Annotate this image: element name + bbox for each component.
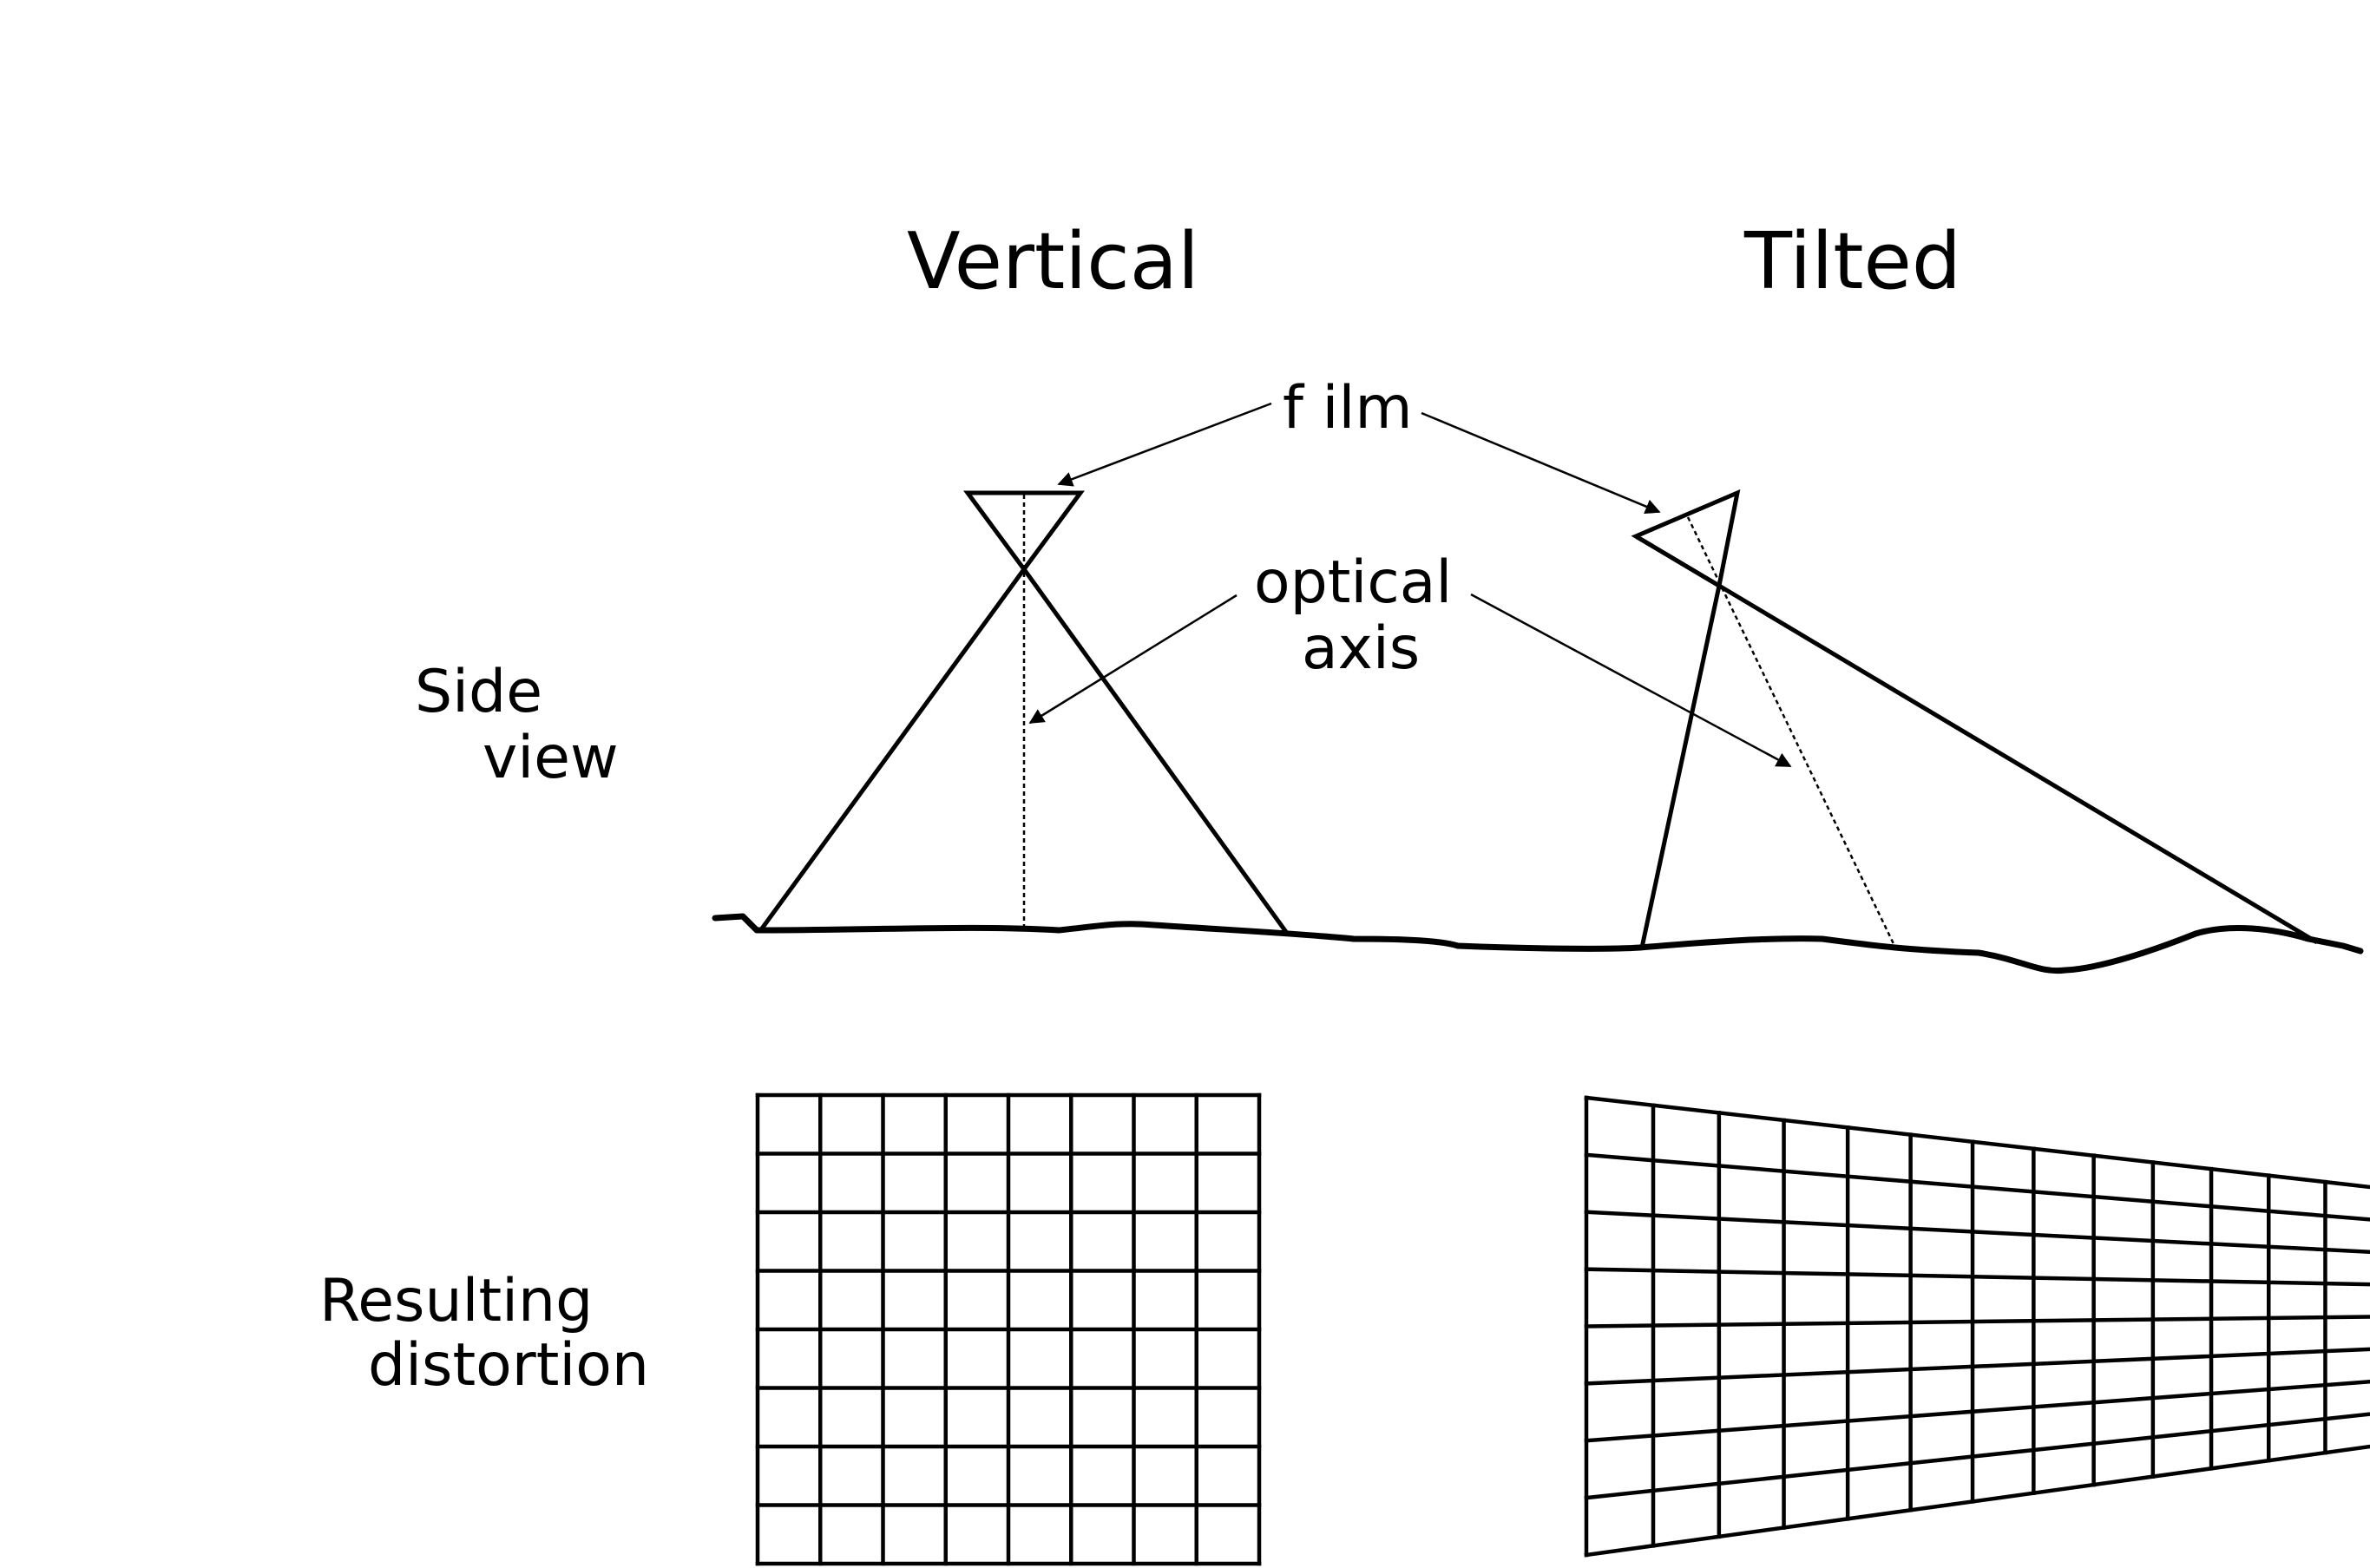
tilted-grid-row-line bbox=[1584, 1210, 2370, 1255]
tilted-view-ray-left bbox=[1639, 585, 1722, 948]
tilted-film-triangle bbox=[1631, 489, 1741, 589]
side-view-label: Side view bbox=[415, 658, 619, 792]
tilted-optical-axis bbox=[1686, 516, 1899, 952]
tilted-view-ray-right bbox=[1717, 583, 2319, 945]
resulting-distortion-label: Resulting distortion bbox=[319, 1267, 649, 1400]
tilted-grid-row-line bbox=[1584, 1444, 2370, 1558]
side-view-label-line-2: view bbox=[483, 724, 619, 792]
tilted-grid-row-line bbox=[1584, 1095, 2370, 1190]
tilted-grid-row-line bbox=[1584, 1152, 2370, 1222]
vertical-camera bbox=[759, 490, 1289, 934]
resulting-distortion-label-line-1: Resulting bbox=[319, 1267, 593, 1335]
film-arrow-vertical bbox=[1057, 402, 1272, 487]
tilted-grid-row-line bbox=[1584, 1267, 2370, 1287]
vertical-film-triangle bbox=[963, 490, 1085, 574]
vertical-view-ray-right bbox=[1021, 567, 1289, 934]
tilted-grid-row-line bbox=[1584, 1347, 2370, 1386]
optical-axis-label: optical axis bbox=[1254, 548, 1471, 683]
tilted-camera bbox=[1631, 489, 2319, 952]
optical-axis-label-line-2: axis bbox=[1302, 614, 1420, 683]
tilted-film-line bbox=[1634, 534, 1721, 588]
optical-axis-arrow-vertical bbox=[1028, 594, 1238, 725]
heading-tilted: Tilted bbox=[1743, 216, 1961, 307]
tilted-distortion-grid bbox=[1584, 1095, 2370, 1558]
vertical-view-ray-left bbox=[759, 567, 1027, 930]
film-arrow-tilted bbox=[1421, 411, 1661, 515]
resulting-distortion-label-line-2: distortion bbox=[368, 1331, 649, 1400]
film-label: f ilm bbox=[1283, 374, 1413, 443]
tilted-grid-row-line bbox=[1584, 1412, 2370, 1500]
side-view-label-line-1: Side bbox=[415, 658, 542, 726]
optical-axis-arrow-tilted bbox=[1470, 593, 1792, 768]
ground-line bbox=[712, 913, 2364, 974]
heading-vertical: Vertical bbox=[907, 216, 1199, 307]
tilted-grid-row-line bbox=[1584, 1379, 2370, 1443]
optical-axis-label-line-1: optical bbox=[1254, 548, 1452, 617]
vertical-distortion-grid bbox=[755, 1092, 1262, 1566]
tilted-grid-row-line bbox=[1584, 1315, 2370, 1329]
